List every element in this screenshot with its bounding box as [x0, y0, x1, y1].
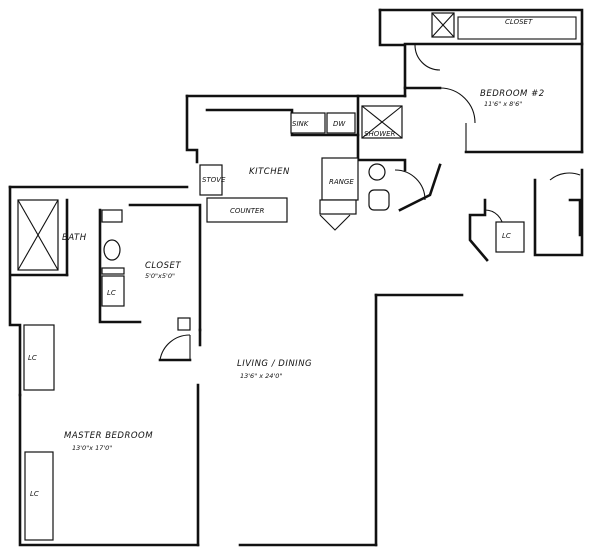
label-stove: STOVE [202, 176, 226, 184]
label-shower: SHOWER [364, 130, 396, 138]
wall-bedroom2-west [378, 8, 442, 90]
wall-right-nook [568, 198, 582, 237]
lc-right [495, 221, 525, 253]
label-dw: DW [333, 120, 346, 128]
bath-toilet-tank [101, 209, 123, 223]
label-living: LIVING / DINING [237, 359, 312, 369]
counter-lower [319, 199, 357, 215]
label-lc-master-lower: LC [30, 490, 39, 498]
column [177, 317, 191, 331]
sink-fixture [290, 112, 326, 134]
label-lc-right: LC [502, 232, 511, 240]
door-master-swing [159, 334, 191, 361]
bath2-toilet [368, 163, 386, 181]
wall-corridor-diag [398, 163, 442, 212]
lc-bath [101, 275, 125, 307]
dims-living: 13'6" x 24'0" [240, 372, 282, 380]
counter-fixture [206, 197, 288, 223]
label-bedroom2: BEDROOM #2 [480, 89, 545, 99]
wall-lc-right [468, 198, 489, 262]
bath2-sink [368, 189, 390, 211]
range-fixture [321, 157, 359, 201]
wall-master-west-upper [8, 185, 22, 397]
bath-vanity [101, 267, 125, 275]
label-sink: SINK [292, 120, 310, 128]
label-master: MASTER BEDROOM [64, 431, 153, 441]
label-bath: BATH [62, 233, 87, 243]
door-right-swing [549, 172, 581, 181]
shower-x2 [361, 105, 403, 139]
walls [8, 8, 584, 547]
wall-kitchen-west [185, 94, 199, 164]
door-fold-kitchen [319, 214, 351, 231]
wall-closet-box [128, 203, 202, 332]
label-kitchen: KITCHEN [249, 167, 290, 177]
label-counter: COUNTER [230, 207, 264, 215]
wall-shower [356, 94, 407, 172]
wall-closet-west [98, 208, 142, 324]
refrigerator-fixture [199, 164, 223, 196]
label-closet-top: CLOSET [505, 18, 533, 26]
dw-fixture [326, 112, 356, 134]
fixtures [17, 12, 577, 541]
door-bath2-swing [394, 169, 426, 201]
dims-bedroom2: 11'6" x 8'6" [484, 100, 522, 108]
label-lc-master-upper: LC [28, 354, 37, 362]
dims-closet-main: 5'0"x5'0" [145, 272, 175, 280]
bath-sink [103, 239, 121, 261]
wall-master-south [18, 393, 200, 547]
door-closet-swing [414, 44, 441, 71]
door-bedroom2-swing [439, 87, 476, 124]
wall-bedroom2-north-east [378, 8, 584, 154]
lc-master-upper [23, 324, 55, 391]
wall-right-closet [533, 168, 584, 257]
doors [159, 44, 581, 361]
bathtub-x2 [17, 199, 59, 271]
dims-master: 13'0"x 17'0" [72, 444, 112, 452]
lc-master-lower [24, 451, 54, 541]
label-range: RANGE [329, 178, 354, 186]
label-closet-main: CLOSET [145, 261, 181, 271]
label-lc-bath: LC [107, 289, 116, 297]
closet-top-rod [457, 16, 577, 40]
labels: BEDROOM #2 11'6" x 8'6" CLOSET SINK DW S… [28, 18, 545, 498]
closet-top-cabinet-x2 [431, 12, 455, 38]
